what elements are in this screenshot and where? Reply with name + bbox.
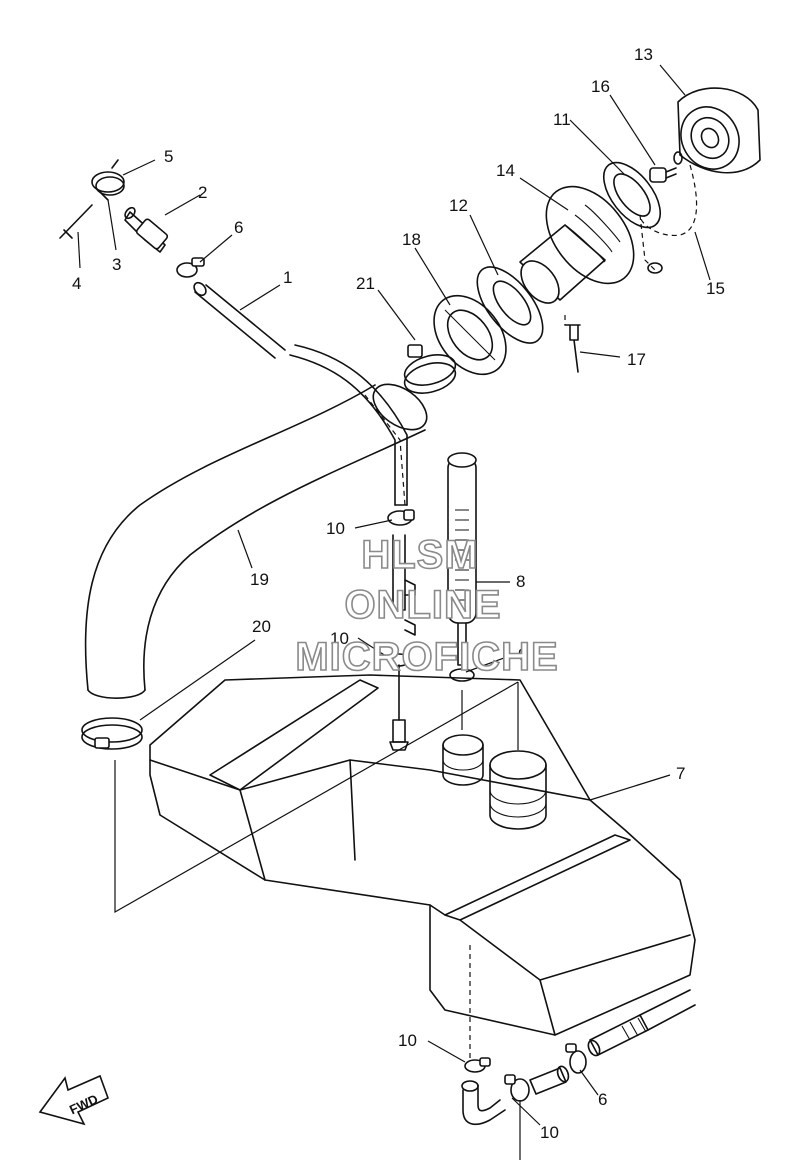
clamp-10-bottom-b — [504, 1074, 530, 1102]
callout-21: 21 — [356, 274, 375, 293]
callout-14: 14 — [496, 161, 515, 180]
check-valve — [124, 206, 169, 253]
callout-4: 4 — [72, 274, 81, 293]
fuel-gauge-sender — [447, 452, 477, 666]
retaining-ring — [602, 161, 662, 229]
callout-10-d: 10 — [540, 1123, 559, 1142]
forward-arrow-icon: FWD — [38, 1074, 110, 1126]
callout-16: 16 — [591, 77, 610, 96]
callout-5: 5 — [164, 147, 173, 166]
callout-18: 18 — [402, 230, 421, 249]
callout-10-a: 10 — [326, 519, 345, 538]
clamp-6-top — [176, 257, 205, 278]
clip-5 — [91, 159, 125, 193]
callout-13: 13 — [634, 45, 653, 64]
filler-nut — [433, 294, 507, 376]
bottom-hose-elbow — [461, 1080, 506, 1126]
tank-filler-neck — [489, 750, 547, 830]
callout-3: 3 — [112, 255, 121, 274]
watermark: HLSM ONLINE MICROFICHE — [295, 532, 559, 680]
hose-clamp-20 — [81, 717, 143, 750]
callout-20: 20 — [252, 617, 271, 636]
assembly-guide-lines — [114, 315, 566, 1160]
tank-vent-nipple — [389, 719, 409, 751]
callout-10-b: 10 — [330, 629, 349, 648]
bottom-connector — [529, 1065, 570, 1095]
callout-9: 9 — [518, 645, 527, 664]
gasket — [476, 266, 544, 344]
callout-17: 17 — [627, 350, 646, 369]
cap-chain — [639, 151, 698, 274]
clamp-10-top — [387, 509, 415, 526]
callout-leaders — [77, 64, 711, 1126]
tank-gauge-port — [442, 734, 484, 786]
callout-10-c: 10 — [398, 1031, 417, 1050]
filler-cap — [677, 87, 761, 174]
washer-9 — [449, 668, 475, 682]
clamp-6-bottom — [565, 1043, 587, 1074]
callout-7: 7 — [676, 764, 685, 783]
screw — [649, 167, 677, 183]
rivet — [564, 324, 581, 373]
callout-8: 8 — [516, 572, 525, 591]
callout-labels: 1 2 3 4 5 6 6 7 8 9 10 10 10 10 11 12 13… — [72, 45, 725, 1142]
callout-12: 12 — [449, 196, 468, 215]
watermark-line-3: MICROFICHE — [295, 635, 558, 679]
watermark-line-1: HLSM — [361, 533, 478, 577]
bottom-fuel-hose — [587, 989, 696, 1057]
filler-hose — [84, 383, 428, 699]
callout-11: 11 — [553, 110, 571, 129]
pin-4 — [59, 204, 93, 239]
watermark-line-2: ONLINE — [344, 583, 501, 627]
vent-tee-fitting — [388, 534, 416, 721]
callout-19: 19 — [250, 570, 269, 589]
hose-clamp-21 — [403, 344, 457, 394]
callout-2: 2 — [198, 183, 207, 202]
callout-6-bottom: 6 — [598, 1090, 607, 1109]
fuel-tank — [149, 674, 696, 1036]
clamp-10-bottom-a — [464, 1057, 491, 1073]
callout-15: 15 — [706, 279, 725, 298]
callout-6-top: 6 — [234, 218, 243, 237]
vent-hose — [193, 281, 408, 506]
callout-1: 1 — [283, 268, 292, 287]
filler-neck — [519, 185, 635, 304]
